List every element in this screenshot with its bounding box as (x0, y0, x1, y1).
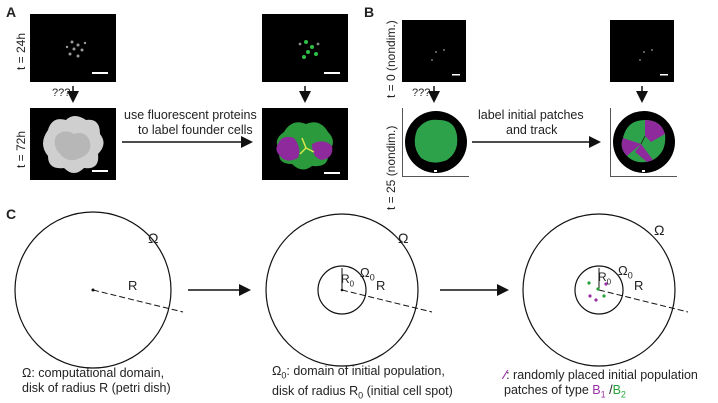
omega-label-3: Ω (654, 222, 664, 238)
caption3-line1: ⁄: randomly placed initial population (504, 368, 698, 383)
r-label-1: R (128, 278, 137, 293)
caption2-line2: disk of radius R0 (initial cell spot) (272, 384, 453, 403)
caption-initial-population: Ω0: domain of initial population, disk o… (272, 364, 453, 403)
caption-random-patches: ⁄: randomly placed initial population pa… (504, 368, 698, 403)
omega0-label-3: Ω0 (618, 263, 633, 281)
r-label-3: R (634, 278, 643, 293)
caption1-line2: disk of radius R (petri dish) (22, 381, 171, 396)
omega-label-2: Ω (398, 230, 408, 246)
omega-label-1: Ω (148, 230, 158, 246)
radius-line-1 (93, 290, 183, 312)
caption-computational-domain: Ω: computational domain, disk of radius … (22, 366, 171, 396)
type-b2: B2 (613, 383, 626, 397)
r0-label-2: R0 (341, 272, 354, 288)
caption3-line2: patches of type B1 /B2 (504, 383, 698, 403)
caption1-line1: Ω: computational domain, (22, 366, 171, 381)
r-label-2: R (376, 278, 385, 293)
caption2-line1: Ω0: domain of initial population, (272, 364, 453, 384)
type-b1: B1 (592, 383, 605, 397)
r0-label-3: R0 (598, 270, 611, 286)
omega0-label-2: Ω0 (360, 265, 375, 283)
